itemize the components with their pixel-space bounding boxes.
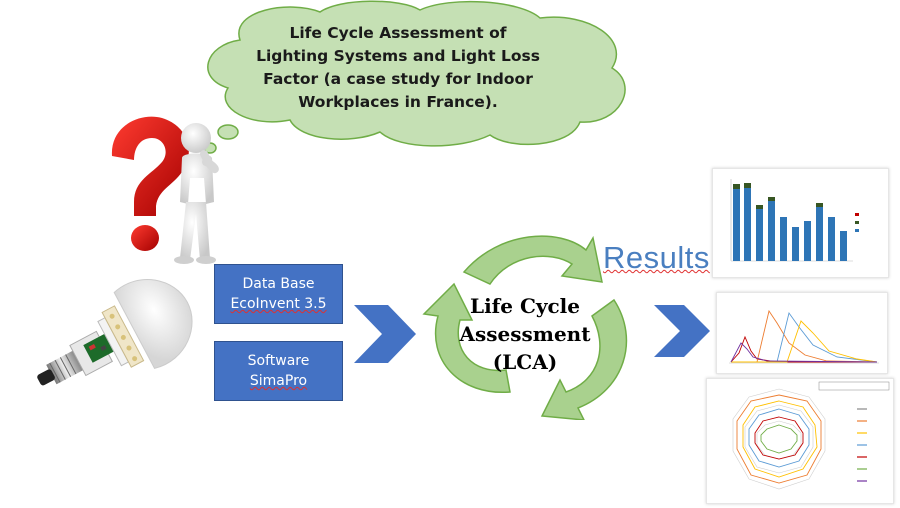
cloud-line-2: Lighting Systems and Light Loss (256, 47, 540, 65)
cloud-title: Life Cycle Assessment of Lighting System… (248, 22, 548, 114)
lca-label: Life Cycle Assessment (LCA) (440, 292, 610, 376)
cloud-line-3: Factor (a case study for Indoor (263, 70, 533, 88)
result-radar-chart-thumbnail (706, 378, 894, 504)
cloud-line-4: Workplaces in France). (298, 93, 498, 111)
result-line-chart-thumbnail (716, 292, 888, 374)
question-mark-icon (100, 108, 200, 268)
lca-line-3: (LCA) (492, 350, 558, 374)
software-box-line1: Software (247, 353, 310, 369)
chevron-right-icon (354, 305, 416, 363)
lca-line-2: Assessment (459, 322, 591, 346)
lca-line-1: Life Cycle (470, 294, 580, 318)
results-label: Results (603, 240, 710, 275)
chevron-right-icon (654, 305, 710, 357)
recycle-arrows-icon (410, 220, 660, 420)
result-bar-chart-thumbnail (712, 168, 889, 278)
database-box: Data Base EcoInvent 3.5 (214, 264, 343, 324)
database-box-line1: Data Base (242, 276, 315, 292)
software-box-line2: SimaPro (249, 373, 308, 389)
led-bulb-icon (18, 278, 218, 393)
thinking-person-icon (160, 118, 230, 268)
database-box-line2: EcoInvent 3.5 (230, 296, 327, 312)
cloud-line-1: Life Cycle Assessment of (289, 24, 507, 42)
software-box: Software SimaPro (214, 341, 343, 401)
